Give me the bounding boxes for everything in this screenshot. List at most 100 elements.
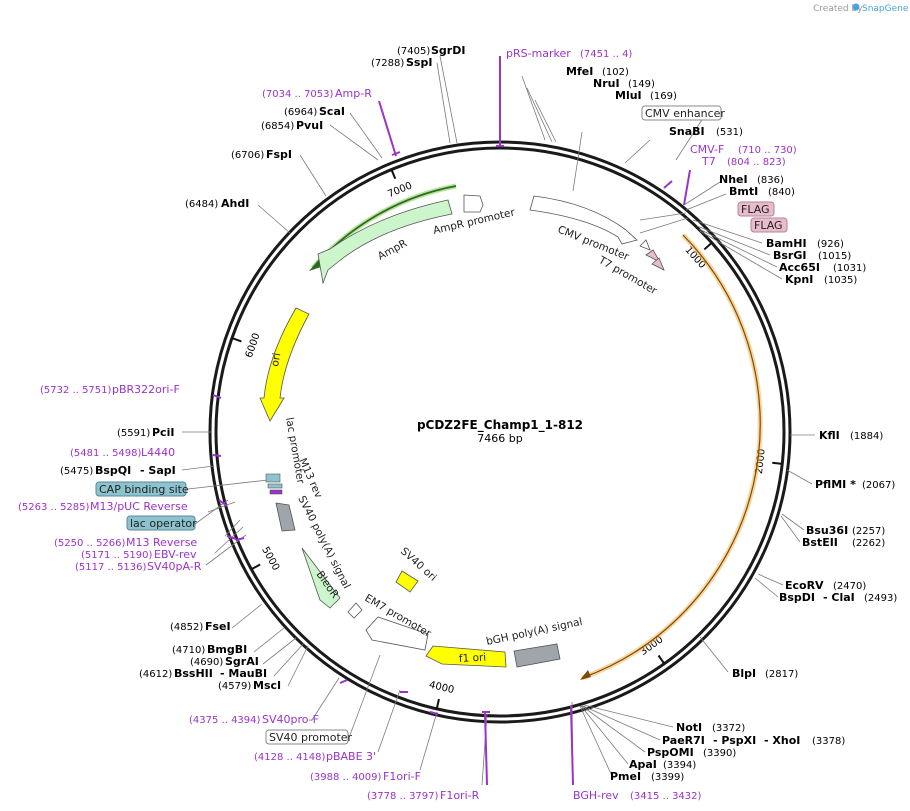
primer-pos-f1ori-r: (3778 .. 3797) — [367, 791, 439, 802]
site-pos-ecorv: (2470) — [833, 581, 866, 592]
feat-label-ori: ori — [269, 352, 283, 368]
site-pos-bspqi: (5475) — [60, 466, 93, 477]
plasmid-length: 7466 bp — [477, 432, 522, 445]
site-pos-sspi: (7288) — [371, 58, 404, 69]
primer-pos-sv40pro-f: (4375 .. 4394) — [189, 715, 261, 726]
box-label-cmv-enhancer: CMV enhancer — [645, 107, 725, 120]
site-pos-pvui: (6854) — [261, 121, 294, 132]
t7-promoter-feature — [639, 239, 651, 251]
site-pos-mfei: (102) — [602, 67, 629, 78]
site-pos-msci: (4579) — [218, 681, 251, 692]
site-pos-scai: (6964) — [284, 107, 317, 118]
site-name-bspqi: BspQI — [95, 464, 131, 477]
site-name-mlui: MluI — [615, 89, 642, 102]
primer-name-bgh-rev: BGH-rev — [573, 789, 619, 802]
created-by-label: Created by — [813, 4, 863, 14]
primer-pos-amp-r: (7034 .. 7053) — [262, 89, 334, 100]
site-name-pspxi: - PspXI — [713, 734, 756, 747]
box-label-flag-2: FLAG — [754, 219, 783, 232]
site-name-scai: ScaI — [319, 105, 345, 118]
site-name-pmei: PmeI — [610, 770, 641, 783]
tick-label: 6000 — [244, 332, 263, 360]
site-pos-snabi: (531) — [716, 127, 743, 138]
ampr-feature — [317, 199, 453, 285]
features — [259, 183, 763, 681]
feat-label-bgh-polya: bGH poly(A) signal — [485, 616, 583, 648]
site-name-pspomi: PspOMI — [647, 746, 694, 759]
site-pos-mlui: (169) — [650, 91, 677, 102]
primer-name-l4440: L4440 — [141, 446, 175, 459]
site-name-msci: MscI — [253, 679, 281, 692]
site-pos-blpi: (2817) — [765, 669, 798, 680]
primer-name-sv40pro-f: SV40pro-F — [262, 713, 319, 726]
site-name-sspi: SspI — [406, 56, 432, 69]
tick-mark — [772, 461, 783, 465]
primer-pos-sv40pa-r: (5117 .. 5136) — [75, 562, 147, 573]
cmv-promoter-feature — [529, 195, 638, 245]
champ1-insert-arc — [581, 233, 763, 681]
primer-pos-l4440: (5481 .. 5498) — [70, 448, 142, 459]
site-name-sapi: - SapI — [140, 464, 176, 477]
primer-pos-f1ori-f: (3988 .. 4009) — [310, 772, 382, 783]
site-pos-bsrgi: (1015) — [818, 251, 851, 262]
site-pos-pmei: (3399) — [651, 772, 684, 783]
site-name-apai: ApaI — [629, 758, 657, 771]
feat-label-t7-promoter: T7 promoter — [596, 254, 660, 298]
site-name-pvui: PvuI — [296, 119, 323, 132]
site-name-xhoi: - XhoI — [764, 734, 800, 747]
bgh-polya-feature — [513, 643, 561, 668]
site-pos-bspdi: (2493) — [864, 593, 897, 604]
em7-small-feature — [347, 602, 363, 619]
site-name-maubi: - MauBI — [220, 667, 267, 680]
bleor-feature — [301, 547, 341, 609]
boxed-labels: CMV enhancer FLAG FLAG CAP binding site … — [95, 105, 788, 745]
plasmid-name: pCDZ2FE_Champ1_1-812 — [417, 418, 583, 433]
site-name-ecorv: EcoRV — [785, 579, 824, 592]
tick-label: 4000 — [428, 680, 455, 696]
site-pos-kpni: (1035) — [824, 275, 857, 286]
flag-feature-2 — [651, 257, 665, 271]
primer-name-t7: T7 — [701, 155, 716, 168]
tick-mark — [703, 242, 713, 251]
tick-mark — [250, 563, 261, 571]
site-name-bsu36i: Bsu36I — [806, 524, 848, 537]
site-pos-bsteii: (2262) — [852, 538, 885, 549]
primer-name-cmv-f: CMV-F — [690, 143, 724, 156]
site-name-nhei: NheI — [719, 173, 748, 186]
site-pos-ahdi: (6484) — [185, 199, 218, 210]
site-name-nrui: NruI — [593, 77, 620, 90]
primer-pos-prs-marker: (7451 .. 4) — [580, 49, 632, 60]
site-name-bmti: BmtI — [729, 185, 758, 198]
flag-feature-1 — [645, 249, 662, 263]
m13-rev-feature — [269, 489, 283, 495]
site-name-bsteii: BstEII — [802, 536, 838, 549]
box-label-sv40-promoter: SV40 promoter — [269, 731, 353, 744]
box-label-lac-operator: lac operator — [130, 517, 197, 530]
primer-name-prs-marker: pRS-marker — [506, 47, 571, 60]
site-pos-nrui: (149) — [628, 79, 655, 90]
site-pos-bmgbi: (4710) — [172, 645, 205, 656]
site-name-kfli: KflI — [819, 429, 840, 442]
site-name-blpi: BlpI — [732, 667, 756, 680]
primer-pos-pbr322ori-f: (5732 .. 5751) — [40, 385, 112, 396]
box-label-cap-binding: CAP binding site — [99, 483, 189, 496]
site-name-bsrgi: BsrGI — [773, 249, 806, 262]
f1-ori-feature — [425, 645, 507, 668]
tick-mark — [390, 169, 397, 180]
primer-pos-cmv-f: (710 .. 730) — [738, 145, 797, 156]
tick-mark — [435, 698, 440, 710]
tick-mark — [231, 337, 242, 343]
primer-name-sv40pa-r: SV40pA-R — [147, 560, 202, 573]
primer-name-pbr322ori-f: pBR322ori-F — [112, 383, 180, 396]
sv40-ori-feature — [395, 570, 419, 593]
tick-mark — [657, 654, 666, 665]
sv40-polya-feature — [275, 502, 296, 532]
site-pos-noti: (3372) — [712, 723, 745, 734]
primer-pos-ebv-rev: (5171 .. 5190) — [81, 550, 153, 561]
ampr-promoter-feature — [463, 194, 484, 213]
primer-pos-m13-puc-reverse: (5263 .. 5285) — [18, 502, 90, 513]
feat-label-ampr: AmpR — [376, 237, 409, 262]
site-name-pcii: PciI — [152, 426, 174, 439]
primer-pos-t7: (804 .. 823) — [727, 157, 786, 168]
ori-feature — [259, 307, 310, 422]
